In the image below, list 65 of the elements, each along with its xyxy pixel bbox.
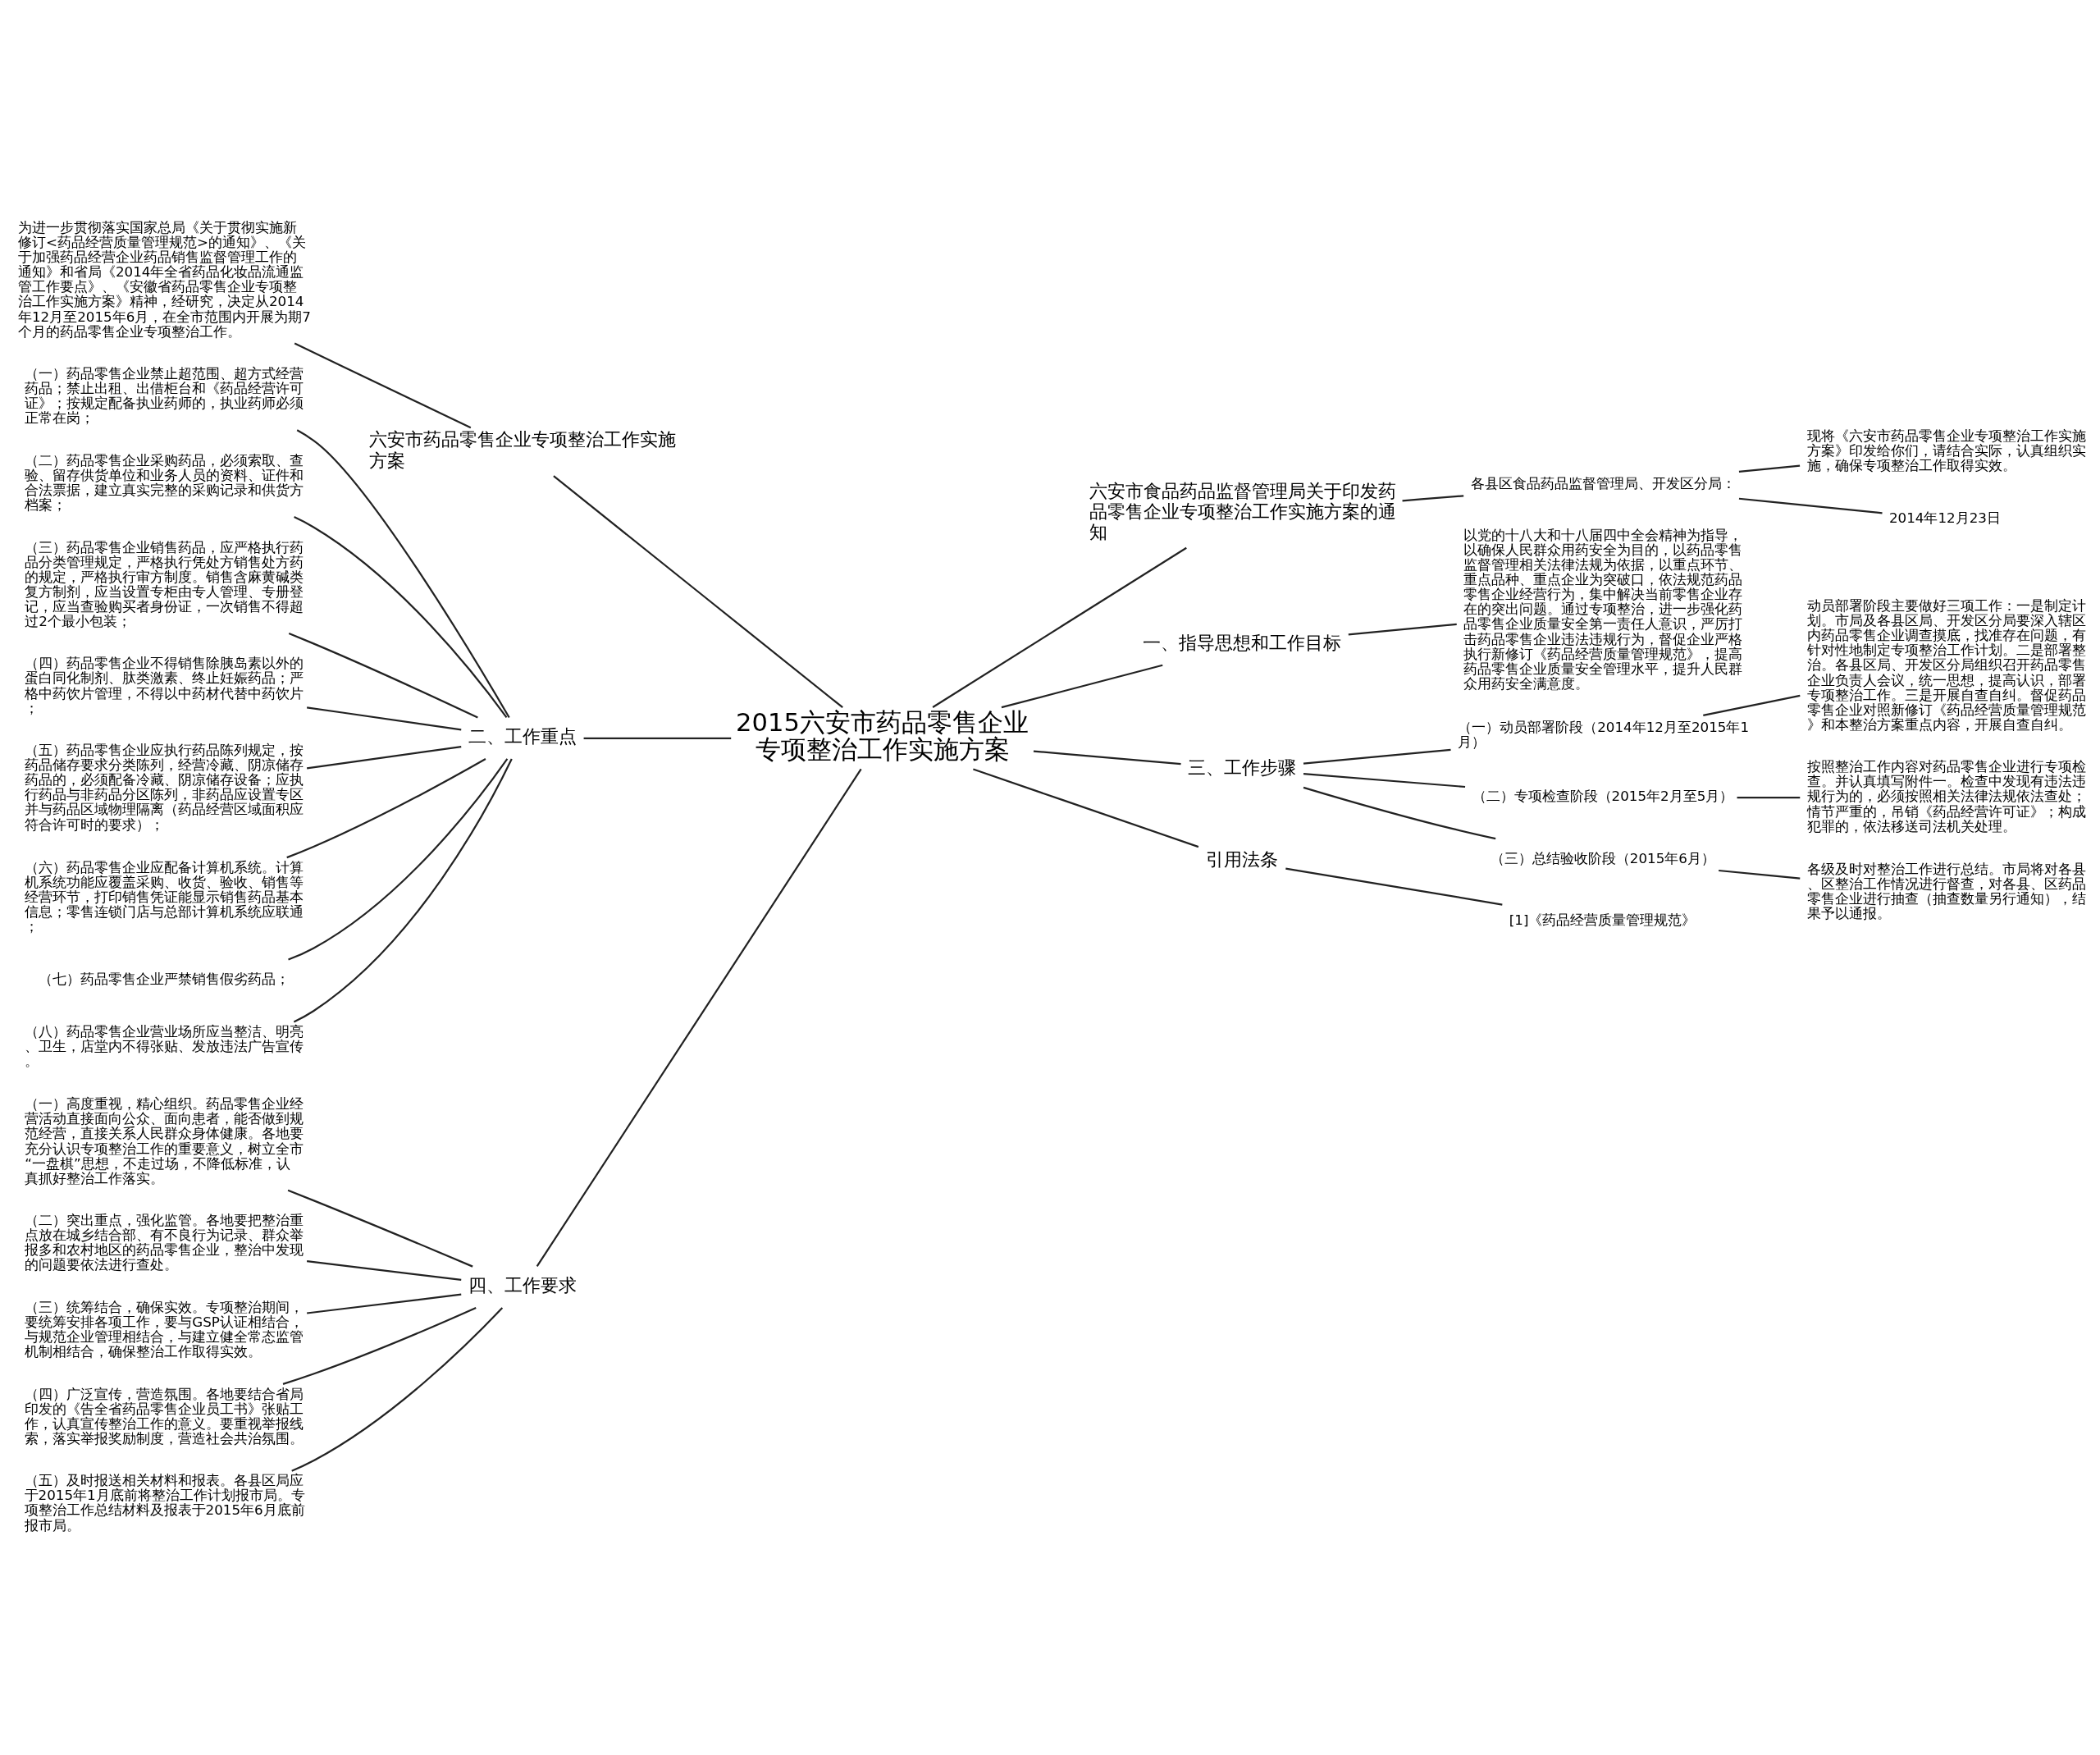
connector	[1738, 464, 1801, 473]
node-text: （三）药品零售企业销售药品，应严格执行药品分类管理规定，严格执行凭处方销售处方药的规定，严格执行审方制度。销售含麻黄碱类复方制剂，应当设置专柜由专人管理、专册登记，应当查验购买者身份证，一次销售不得超过2个最小包装；	[25, 539, 304, 629]
connector	[583, 737, 732, 739]
connector	[294, 516, 508, 719]
connector	[973, 768, 1199, 848]
node-text: （二）药品零售企业采购药品，必须索取、查验、留存供货单位和业务人员的资料、证件和合法票据，建立真实完整的采购记录和供货方档案；	[25, 452, 304, 514]
connector	[293, 758, 513, 1023]
connector	[1001, 664, 1163, 709]
node-text: 按照整治工作内容对药品零售企业进行专项检查。并认真填写附件一。检查中发现有违法违规行为的，必须按照相关法律法规依法查处；情节严重的，吊销《药品经营许可证》；构成犯罪的，依法移送司法机关处理。	[1806, 759, 2086, 834]
connector	[287, 1189, 473, 1268]
node-text: 各级及时对整治工作进行总结。市局将对各县、区整治工作情况进行督查，对各县、区药品零售企业进行抽查（抽查数量另行通知），结果予以通报。	[1806, 861, 2086, 922]
connector	[296, 429, 510, 719]
connector	[291, 1307, 504, 1472]
node-text: （四）药品零售企业不得销售除胰岛素以外的蛋白同化制剂、肽类激素、终止妊娠药品；严格中药饮片管理，不得以中药材代替中药饮片；	[25, 656, 304, 716]
node-text: 一、指导思想和工作目标	[1143, 632, 1342, 654]
connector	[1303, 748, 1451, 765]
node-text: （一）高度重视，精心组织。药品零售企业经营活动直接面向公众、面向患者，能否做到规范经营，直接关系人民群众身体健康。各地要充分认识专项整治工作的重要意义，树立全市“一盘棋”思想，不走过场，不降低标准，认真抓好整治工作落实。	[25, 1096, 304, 1186]
node-text: （二）突出重点，强化监管。各地要把整治重点放在城乡结合部、有不良行为记录、群众举报多和农村地区的药品零售企业，整治中发现的问题要依法进行查处。	[25, 1213, 304, 1273]
node-text: （四）广泛宣传，营造氛围。各地要结合省局印发的《告全省药品零售企业员工书》张贴工作，认真宣传整治工作的意义。要重视举报线索，落实举报奖励制度，营造社会共治氛围。	[25, 1386, 304, 1447]
node-text: （一）药品零售企业禁止超范围、超方式经营药品；禁止出租、出借柜台和《药品经营许可证》；按规定配备执业药师的，执业药师必须正常在岗；	[25, 366, 304, 427]
connector	[288, 758, 509, 961]
node-text: （八）药品零售企业营业场所应当整洁、明亮、卫生，店堂内不得张贴、发放违法广告宣传。	[25, 1023, 304, 1070]
node-text: 六安市药品零售企业专项整治工作实施方案	[369, 428, 677, 471]
node-text: （二）专项检查阶段（2015年2月至5月）	[1472, 788, 1734, 805]
node-text: 六安市食品药品监督管理局关于印发药品零售企业专项整治工作实施方案的通知	[1089, 480, 1396, 543]
connector	[1737, 797, 1801, 799]
node-text: 引用法条	[1205, 848, 1278, 871]
connector	[282, 1306, 477, 1385]
connector	[1303, 773, 1466, 788]
node-text: （五）及时报送相关材料和报表。各县区局应于2015年1月底前将整治工作计划报市局。专项整治工作总结材料及报表于2015年6月底前报市局。	[24, 1473, 305, 1533]
connector	[553, 475, 843, 709]
node-text: 四、工作要求	[468, 1274, 577, 1296]
connector	[286, 758, 486, 859]
connector	[306, 745, 462, 770]
connector	[1033, 750, 1181, 766]
connector	[307, 1260, 462, 1282]
connector	[1703, 694, 1801, 716]
node-text: 各县区食品药品监督管理局、开发区分局：	[1470, 476, 1736, 492]
connector	[1348, 623, 1457, 636]
connector	[932, 546, 1187, 708]
connector	[288, 632, 478, 719]
node-text: （五）药品零售企业应执行药品陈列规定，按药品储存要求分类陈列，经营冷藏、阴凉储存药品的，必须配备冷藏、阴凉储存设备；应执行药品与非药品分区陈列，非药品应设置专区并与药品区域物理隔离（药品经营区域面积应符合许可时的要求）；	[25, 743, 304, 833]
node-text: 动员部署阶段主要做好三项工作：一是制定计划。市局及各县区局、开发区分局要深入辖区内药品零售企业调查摸底，找准存在问题，有针对性地制定专项整治工作计划。二是部署整治。各县区局、开发区分局组织召开药品零售企业负责人会议，统一思想，提高认识，部署专项整治工作。三是开展自查自纠。督促药品零售企业对照新修订《药品经营质量管理规范》和本整治方案重点内容，开展自查自纠。	[1806, 598, 2086, 733]
connector	[1303, 786, 1496, 840]
node-text: 现将《六安市药品零售企业专项整治工作实施方案》印发给你们，请结合实际，认真组织实施，确保专项整治工作取得实效。	[1806, 427, 2086, 474]
connector	[1402, 495, 1464, 502]
connector	[307, 1293, 462, 1314]
node-text: 2014年12月23日	[1889, 510, 2001, 527]
connector	[536, 768, 862, 1268]
node-text: 为进一步贯彻落实国家总局《关于贯彻实施新修订<药品经营质量管理规范>的通知》、《关于加强药品经营企业药品销售监督管理工作的通知》和省局《2014年全省药品化妆品流通监管工作要点》、《安徽省药品零售企业专项整治工作实施方案》精神，经研究，决定从2014年12月至2015年6月，在全市范围内开展为期7个月的药品零售企业专项整治工作。	[17, 220, 311, 340]
node-text: 2015六安市药品零售企业专项整治工作实施方案	[736, 707, 1029, 765]
node-text: （六）药品零售企业应配备计算机系统。计算机系统功能应覆盖采购、收货、验收、销售等经营环节，打印销售凭证能显示销售药品基本信息；零售连锁门店与总部计算机系统应联通；	[25, 859, 304, 935]
node-text: [1]《药品经营质量管理规范》	[1509, 912, 1696, 928]
connector	[306, 706, 462, 731]
node-text: 以党的十八大和十八届四中全会精神为指导，以确保人民群众用药安全为目的，以药品零售监督管理相关法律法规为依据，以重点环节、重点品种、重点企业为突破口，依法规范药品零售企业经营行为，集中解决当前零售企业存在的突出问题。通过专项整治，进一步强化药品零售企业质量安全第一责任人意识，严厉打击药品零售企业违法违规行为，督促企业严格执行新修订《药品经营质量管理规范》，提高药品零售企业质量安全管理水平，提升人民群众用药安全满意度。	[1463, 527, 1743, 692]
connector	[1738, 497, 1883, 514]
node-text: （一）动员部署阶段（2014年12月至2015年1月）	[1458, 720, 1750, 751]
node-text: 三、工作步骤	[1188, 756, 1297, 778]
connector	[294, 342, 472, 429]
node-text: （三）统筹结合，确保实效。专项整治期间，要统筹安排各项工作，要与GSP认证相结合，与规范企业管理相结合，与建立健全常态监管机制相结合，确保整治工作取得实效。	[25, 1299, 304, 1360]
node-text: 二、工作重点	[468, 725, 577, 747]
node-text: （三）总结验收阶段（2015年6月）	[1490, 850, 1715, 866]
connector	[1285, 867, 1503, 906]
node-text: （七）药品零售企业严禁销售假劣药品；	[38, 971, 290, 987]
connector	[1719, 869, 1801, 880]
